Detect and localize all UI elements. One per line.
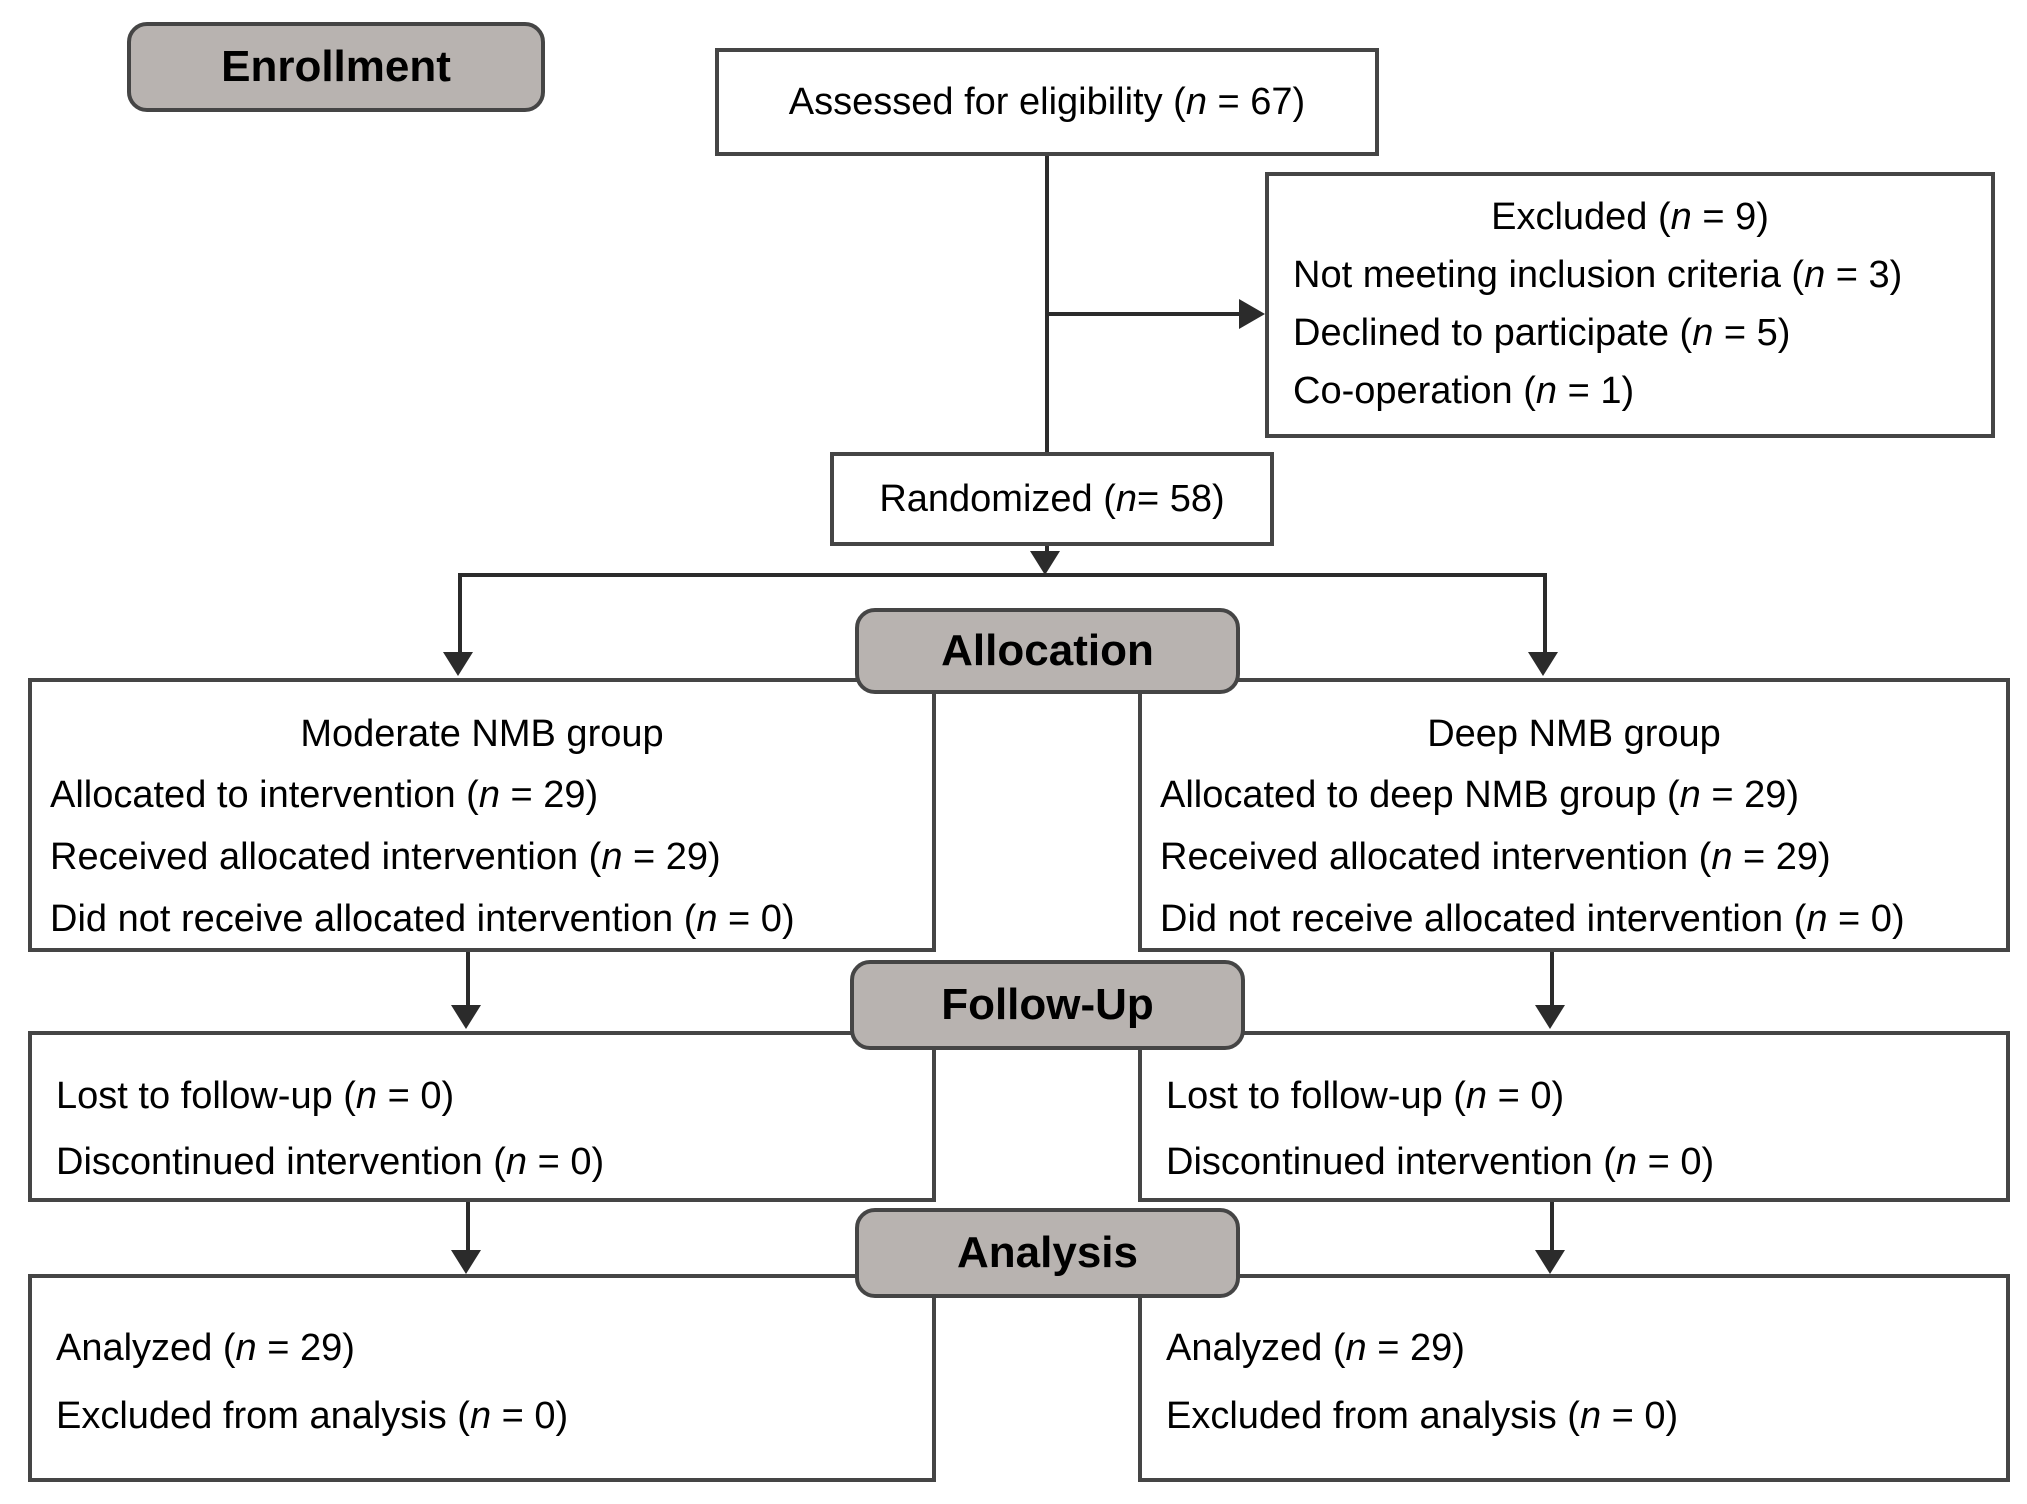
arrowhead-moderate-allocation bbox=[443, 652, 473, 676]
moderate-followup-line: Discontinued intervention (n = 0) bbox=[56, 1141, 605, 1183]
deep-allocation-line: Received allocated intervention (n = 29) bbox=[1160, 836, 1831, 878]
deep-followup-line: Lost to follow-up (n = 0) bbox=[1166, 1075, 1565, 1117]
moderate-nmb-followup-box: Lost to follow-up (n = 0) Discontinued i… bbox=[28, 1031, 936, 1202]
randomized-box: Randomized (n= 58) bbox=[830, 452, 1274, 546]
deep-allocation-line: Allocated to deep NMB group (n = 29) bbox=[1160, 774, 1799, 816]
connector-to-excluded bbox=[1047, 312, 1239, 316]
allocation-stage-text: Allocation bbox=[941, 626, 1154, 675]
excluded-reason: Declined to participate (n = 5) bbox=[1293, 312, 1791, 354]
moderate-analysis-line: Analyzed (n = 29) bbox=[56, 1327, 355, 1369]
deep-followup-line: Discontinued intervention (n = 0) bbox=[1166, 1141, 1715, 1183]
moderate-analysis-line: Excluded from analysis (n = 0) bbox=[56, 1395, 569, 1437]
moderate-nmb-allocation-box: Moderate NMB group Allocated to interven… bbox=[28, 678, 936, 952]
connector-moderate-to-followup bbox=[466, 952, 470, 1006]
followup-stage-label: Follow-Up bbox=[850, 960, 1245, 1050]
connector-deep-to-followup bbox=[1550, 952, 1554, 1006]
deep-nmb-followup-box: Lost to follow-up (n = 0) Discontinued i… bbox=[1138, 1031, 2010, 1202]
moderate-group-title: Moderate NMB group bbox=[300, 713, 664, 755]
deep-group-title: Deep NMB group bbox=[1427, 713, 1721, 755]
deep-nmb-analysis-box: Analyzed (n = 29) Excluded from analysis… bbox=[1138, 1274, 2010, 1482]
arrowhead-randomized-split bbox=[1030, 551, 1060, 575]
connector-moderate-to-analysis bbox=[466, 1202, 470, 1252]
followup-stage-text: Follow-Up bbox=[941, 980, 1154, 1029]
enrollment-stage-text: Enrollment bbox=[221, 42, 451, 91]
moderate-followup-line: Lost to follow-up (n = 0) bbox=[56, 1075, 455, 1117]
eligibility-text: Assessed for eligibility (n = 67) bbox=[788, 80, 1306, 123]
randomized-text: Randomized (n= 58) bbox=[879, 477, 1225, 520]
moderate-nmb-analysis-box: Analyzed (n = 29) Excluded from analysis… bbox=[28, 1274, 936, 1482]
arrowhead-deep-allocation bbox=[1528, 652, 1558, 676]
allocation-stage-label: Allocation bbox=[855, 608, 1240, 694]
arrowhead-deep-followup bbox=[1535, 1005, 1565, 1029]
moderate-allocation-line: Allocated to intervention (n = 29) bbox=[50, 774, 599, 816]
moderate-allocation-line: Did not receive allocated intervention (… bbox=[50, 898, 795, 940]
connector-split-right-drop bbox=[1543, 573, 1547, 653]
eligibility-box: Assessed for eligibility (n = 67) bbox=[715, 48, 1379, 156]
connector-eligibility-to-randomized bbox=[1045, 156, 1049, 454]
enrollment-stage-label: Enrollment bbox=[127, 22, 545, 112]
excluded-reason: Not meeting inclusion criteria (n = 3) bbox=[1293, 254, 1903, 296]
excluded-title: Excluded (n = 9) bbox=[1491, 196, 1769, 238]
deep-nmb-allocation-box: Deep NMB group Allocated to deep NMB gro… bbox=[1138, 678, 2010, 952]
connector-split-horizontal bbox=[458, 573, 1547, 577]
arrowhead-deep-analysis bbox=[1535, 1250, 1565, 1274]
moderate-allocation-line: Received allocated intervention (n = 29) bbox=[50, 836, 721, 878]
analysis-stage-label: Analysis bbox=[855, 1208, 1240, 1298]
arrowhead-excluded bbox=[1239, 299, 1265, 329]
deep-analysis-line: Excluded from analysis (n = 0) bbox=[1166, 1395, 1679, 1437]
analysis-stage-text: Analysis bbox=[957, 1228, 1138, 1277]
connector-deep-to-analysis bbox=[1550, 1202, 1554, 1252]
deep-allocation-line: Did not receive allocated intervention (… bbox=[1160, 898, 1905, 940]
excluded-box: Excluded (n = 9) Not meeting inclusion c… bbox=[1265, 172, 1995, 438]
connector-split-left-drop bbox=[458, 573, 462, 653]
arrowhead-moderate-analysis bbox=[451, 1250, 481, 1274]
arrowhead-moderate-followup bbox=[451, 1005, 481, 1029]
excluded-reason: Co-operation (n = 1) bbox=[1293, 370, 1635, 412]
deep-analysis-line: Analyzed (n = 29) bbox=[1166, 1327, 1465, 1369]
